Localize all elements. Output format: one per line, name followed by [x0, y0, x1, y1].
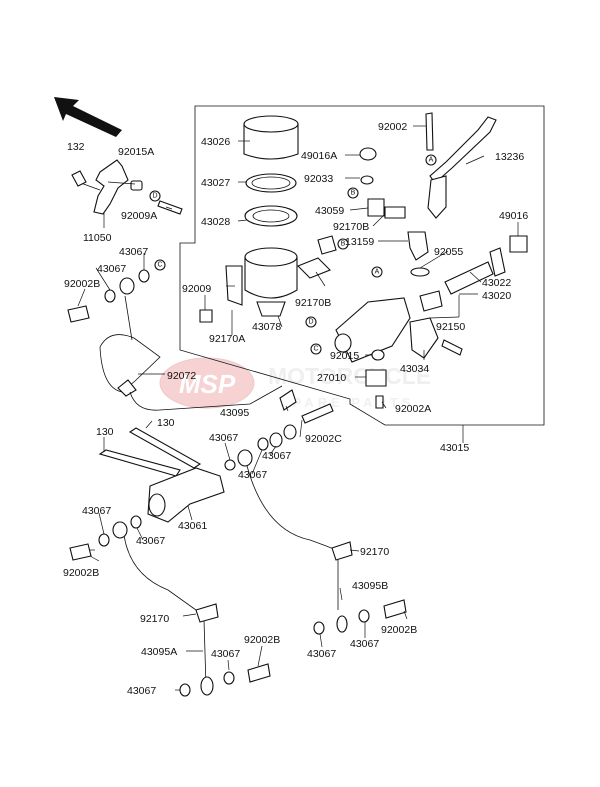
- brake-hoses: [67, 269, 407, 697]
- front-direction-arrow: [54, 97, 122, 137]
- label-43067-e: 43067: [238, 469, 267, 481]
- ref-a-body: A: [375, 269, 380, 276]
- label-92002B-c: 92002B: [381, 624, 417, 636]
- label-92015: 92015: [330, 350, 359, 362]
- label-43095B: 43095B: [352, 580, 388, 592]
- label-92002B-d: 92002B: [244, 634, 280, 646]
- master-cylinder-boundary: [179, 105, 545, 426]
- label-43026: 43026: [201, 136, 230, 148]
- label-130-b: 130: [157, 417, 175, 429]
- label-43015: 43015: [440, 442, 469, 454]
- label-43067-k: 43067: [127, 685, 156, 697]
- ref-b-mid: B: [341, 241, 346, 248]
- label-49016: 49016: [499, 210, 528, 222]
- master-cylinder-body: [199, 235, 411, 409]
- label-92170B-a: 92170B: [333, 221, 369, 233]
- label-43028: 43028: [201, 216, 230, 228]
- label-92015A: 92015A: [118, 146, 154, 158]
- label-92002B-a: 92002B: [64, 278, 100, 290]
- ref-b-top: B: [351, 190, 356, 197]
- clamp-bracket: [71, 159, 183, 215]
- part-labels: 132 92015A 92009A 11050 43026 49016A 920…: [63, 121, 528, 697]
- label-92072: 92072: [167, 370, 196, 382]
- leader-lines: [77, 125, 519, 691]
- label-43067-b: 43067: [97, 263, 126, 275]
- label-43067-g: 43067: [136, 535, 165, 547]
- label-92170-b: 92170: [140, 613, 169, 625]
- label-43067-d: 43067: [262, 450, 291, 462]
- label-92002A: 92002A: [395, 403, 431, 415]
- label-11050: 11050: [83, 232, 112, 244]
- brake-hose-joint: [98, 427, 225, 523]
- label-92033: 92033: [304, 173, 333, 185]
- watermark-line1: MOTORCYCLE: [268, 363, 431, 389]
- ref-c-body: C: [313, 346, 318, 353]
- label-43061: 43061: [178, 520, 207, 532]
- ref-c-left: C: [157, 262, 162, 269]
- ref-d-mid: D: [308, 319, 313, 326]
- label-92055: 92055: [434, 246, 463, 258]
- label-43020: 43020: [482, 290, 511, 302]
- label-92009A: 92009A: [121, 210, 157, 222]
- label-92009: 92009: [182, 283, 211, 295]
- watermark-logo: MSP: [159, 357, 255, 409]
- reservoir-assembly: [225, 115, 299, 317]
- label-43034: 43034: [400, 363, 429, 375]
- label-92002B-b: 92002B: [63, 567, 99, 579]
- label-43067-c: 43067: [209, 432, 238, 444]
- label-49016A: 49016A: [301, 150, 337, 162]
- label-92150: 92150: [436, 321, 465, 333]
- watermark-logo-text: MSP: [179, 369, 236, 399]
- label-43078: 43078: [252, 321, 281, 333]
- label-43022: 43022: [482, 277, 511, 289]
- label-43059: 43059: [315, 205, 344, 217]
- label-92002C: 92002C: [305, 433, 342, 445]
- label-43095: 43095: [220, 407, 249, 419]
- label-43067-i: 43067: [211, 648, 240, 660]
- label-132: 132: [67, 141, 85, 153]
- label-43027: 43027: [201, 177, 230, 189]
- label-43067-j: 43067: [307, 648, 336, 660]
- ref-d-bracket: D: [152, 193, 157, 200]
- label-43067-h: 43067: [350, 638, 379, 650]
- label-130-a: 130: [96, 426, 114, 438]
- label-92002: 92002: [378, 121, 407, 133]
- ref-letters: A A D C B B D C: [149, 154, 437, 355]
- label-43067-a: 43067: [119, 246, 148, 258]
- label-27010: 27010: [317, 372, 346, 384]
- label-92170B-b: 92170B: [295, 297, 331, 309]
- label-13236: 13236: [495, 151, 524, 163]
- label-13159: 13159: [345, 236, 374, 248]
- label-92170-a: 92170: [360, 546, 389, 558]
- label-43067-f: 43067: [82, 505, 111, 517]
- label-43095A: 43095A: [141, 646, 177, 658]
- label-92170A: 92170A: [209, 333, 245, 345]
- brake-lever: [359, 112, 528, 359]
- ref-a-lever: A: [429, 157, 434, 164]
